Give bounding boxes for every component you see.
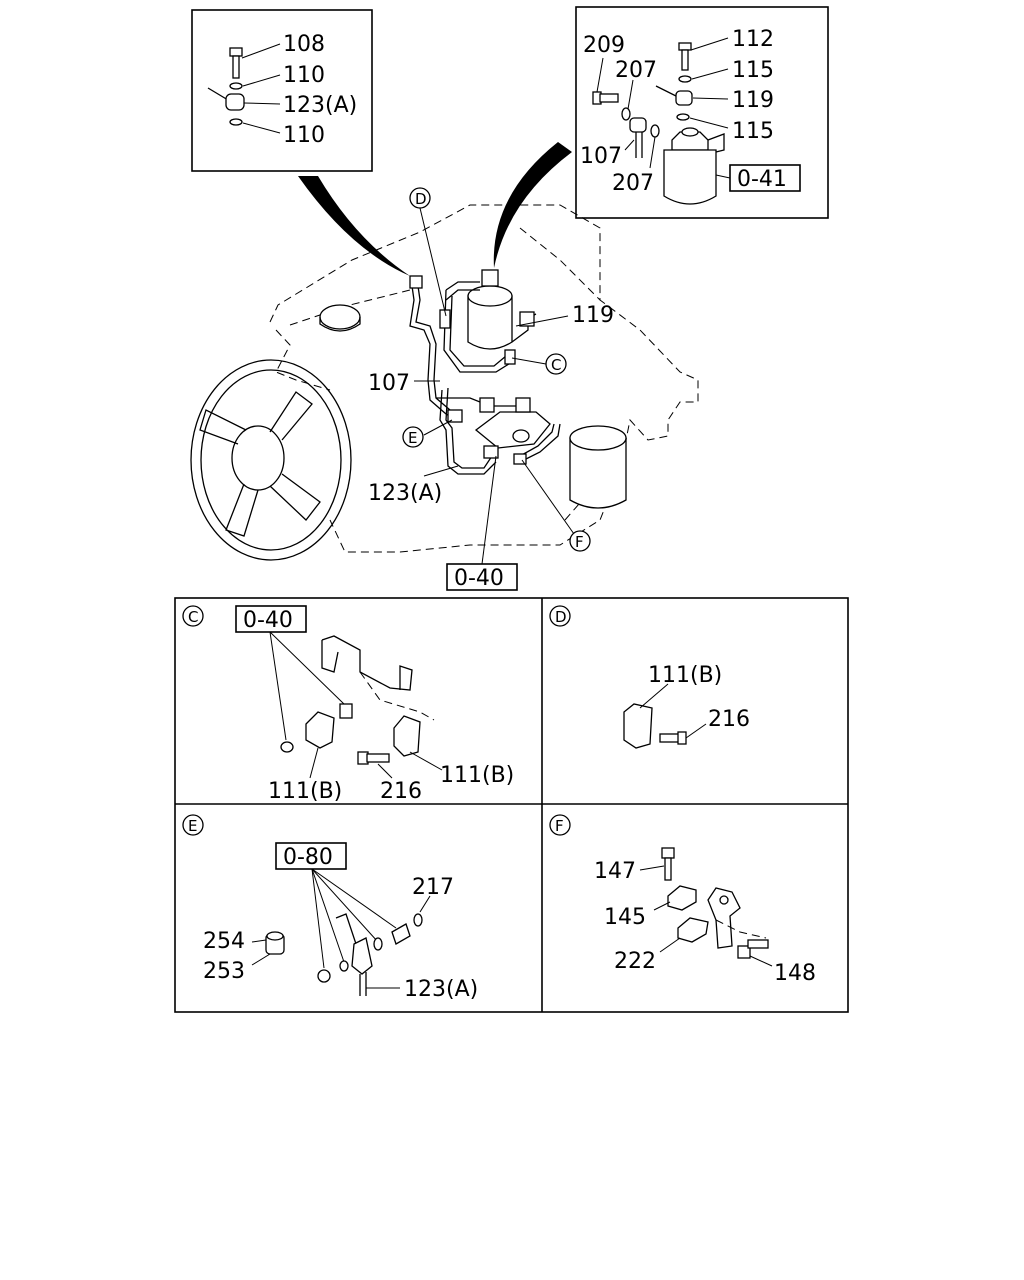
panel-d-letter: D xyxy=(555,608,567,626)
panel-d-label-111b: 111(B) xyxy=(648,663,722,688)
washer-110-icon xyxy=(229,82,243,90)
bolt-148-icon xyxy=(737,939,769,959)
panel-e-label-217: 217 xyxy=(412,875,454,900)
cooling-fan-icon xyxy=(190,359,352,561)
bolt-147-icon xyxy=(661,847,675,881)
bolt-216-icon xyxy=(357,751,390,765)
label-107: 107 xyxy=(580,144,622,169)
fitting-107-icon xyxy=(629,117,647,158)
plug-254-icon xyxy=(265,931,285,955)
union-bolt-icon xyxy=(391,923,411,945)
panel-c-label-216: 216 xyxy=(380,779,422,804)
label-115: 115 xyxy=(732,58,774,83)
callout-f: F xyxy=(575,533,584,551)
label-123a: 123(A) xyxy=(283,93,357,118)
washer-207-icon xyxy=(621,107,631,121)
bolt-209-icon xyxy=(592,91,619,105)
bolt-216-d-icon xyxy=(659,731,687,745)
label-119-main: 119 xyxy=(572,303,614,328)
ref-0-41: 0-41 xyxy=(737,167,787,192)
washer-217-icon xyxy=(413,913,423,927)
eyebolt-123a-e-icon xyxy=(351,937,373,975)
panel-f-label-148: 148 xyxy=(774,961,816,986)
label-209: 209 xyxy=(583,33,625,58)
eyebolt-123a-icon xyxy=(207,87,245,111)
clamp-145-icon xyxy=(667,885,697,911)
ref-0-40-main: 0-40 xyxy=(454,566,504,591)
panel-f-label-147: 147 xyxy=(594,859,636,884)
panel-e-label-254: 254 xyxy=(203,929,245,954)
label-110: 110 xyxy=(283,63,325,88)
filler-cap-icon xyxy=(319,304,361,330)
bolt-112-icon xyxy=(678,42,692,71)
washer-207b-icon xyxy=(650,124,660,138)
panel-f-letter: F xyxy=(555,817,564,835)
panel-f: F 147 145 222 148 xyxy=(549,814,816,986)
washer-110b-icon xyxy=(229,118,243,126)
panel-c-label-111b-b: 111(B) xyxy=(440,763,514,788)
panel-e-label-123a: 123(A) xyxy=(404,977,478,1002)
panel-f-label-145: 145 xyxy=(604,905,646,930)
panel-d-label-216: 216 xyxy=(708,707,750,732)
label-107-main: 107 xyxy=(368,371,410,396)
panel-c-letter: C xyxy=(188,608,198,626)
label-108: 108 xyxy=(283,32,325,57)
panel-c: C 0-40 111(B) 216 111(B) xyxy=(182,605,514,804)
callout-circle-f xyxy=(569,530,591,552)
callout-d: D xyxy=(415,190,427,208)
main-fuel-filter-icon xyxy=(467,269,513,350)
label-207: 207 xyxy=(615,58,657,83)
fuel-filter-icon xyxy=(663,127,725,205)
bracket-icon xyxy=(321,635,413,691)
label-115b: 115 xyxy=(732,119,774,144)
injection-pump-icon xyxy=(474,411,551,449)
bracket-f-icon xyxy=(707,887,741,949)
panel-d: D 111(B) 216 xyxy=(549,605,750,749)
eyebolt-119-icon xyxy=(655,85,693,106)
inset-top-right: 0-41 209 207 112 115 119 115 107 207 xyxy=(575,6,829,219)
panel-e-label-253: 253 xyxy=(203,959,245,984)
label-112: 112 xyxy=(732,27,774,52)
panel-c-label-111b: 111(B) xyxy=(268,779,342,804)
panel-e: E 0-80 217 254 253 123(A) xyxy=(182,814,478,1002)
bolt-108-icon xyxy=(229,47,243,79)
inset-top-left: 108 110 123(A) 110 xyxy=(191,9,373,172)
panel-f-label-222: 222 xyxy=(614,949,656,974)
washer-115-icon xyxy=(678,75,692,83)
callout-e: E xyxy=(408,429,417,447)
callout-c: C xyxy=(551,356,561,374)
engine-assembly xyxy=(190,204,699,561)
main-callouts: 119 107 123(A) 0-40 D C E F xyxy=(368,187,614,591)
panel-e-letter: E xyxy=(188,817,197,835)
detail-grid xyxy=(174,597,849,1013)
callout-circle-e xyxy=(402,426,424,448)
clamp-111b-icon xyxy=(305,711,335,749)
clamp-111b-b-icon xyxy=(393,715,421,757)
callout-circle-c xyxy=(545,353,567,375)
panel-e-ref-0-80: 0-80 xyxy=(283,845,333,870)
label-110b: 110 xyxy=(283,123,325,148)
clamp-111b-d-icon xyxy=(623,703,653,749)
clamp-222-icon xyxy=(677,917,709,943)
leader-wedge-left xyxy=(298,176,410,276)
label-119: 119 xyxy=(732,88,774,113)
washer-115b-icon xyxy=(676,113,690,121)
oil-filter-icon xyxy=(569,425,627,509)
label-123a-main: 123(A) xyxy=(368,481,442,506)
callout-circle-d xyxy=(409,187,431,209)
panel-c-ref-0-40: 0-40 xyxy=(243,608,293,633)
label-207b: 207 xyxy=(612,171,654,196)
